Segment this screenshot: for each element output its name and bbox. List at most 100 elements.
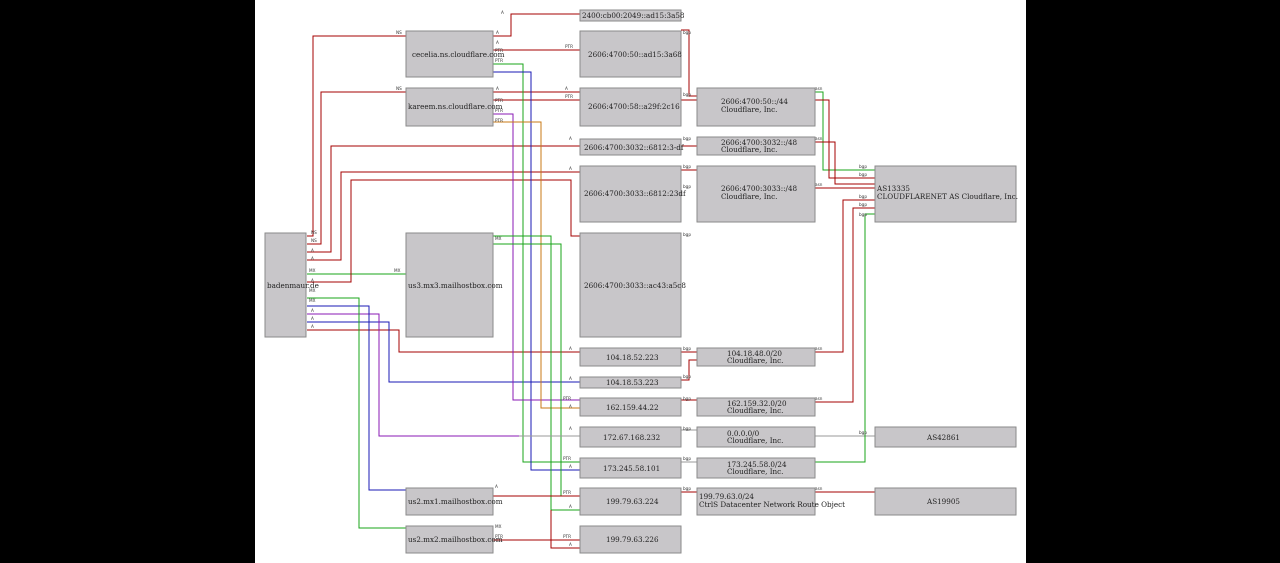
- edge-label-bgp-11: bgp: [683, 456, 691, 461]
- edge-ptr-green-1: [493, 63, 580, 463]
- edge-label-a-15: A: [569, 346, 572, 351]
- edge-label-ns-4: NS: [311, 238, 317, 243]
- edge-label-bgp-13: bgp: [859, 164, 867, 169]
- edge-label-ptr-7: PTR: [565, 44, 573, 49]
- edge-label-mx-2: MX: [309, 268, 316, 273]
- edge-label-bgp-12: bgp: [683, 486, 691, 491]
- node-label-as42861: AS42861: [926, 433, 960, 442]
- edge-root-mx1: [307, 305, 406, 491]
- edge-label-a-6: A: [311, 324, 314, 329]
- edge-label-bgp-14: bgp: [859, 172, 867, 177]
- dns-graph: NS NS MX NS NS A A MX A MX MX A A A A A …: [264, 9, 1018, 554]
- node-label-prefix-c-1: 2606:4700:3033::/48: [721, 184, 798, 193]
- node-prefix-e[interactable]: 162.159.32.0/20 Cloudflare, Inc.: [696, 397, 816, 417]
- edge-mx1-ptr: [550, 510, 580, 549]
- edge-label-a-17: A: [569, 404, 572, 409]
- node-ip4-c[interactable]: 162.159.44.22: [579, 397, 682, 417]
- node-as19905[interactable]: AS19905: [874, 487, 1017, 516]
- edge-label-asn-1: asn: [815, 86, 823, 91]
- edge-label-ptr-8: PTR: [565, 94, 573, 99]
- node-label-prefix-e-1: 162.159.32.0/20: [727, 399, 787, 408]
- edge-label-ptr-1: PTR: [495, 48, 503, 53]
- edge-ip6-b-prefix: [681, 29, 697, 97]
- node-prefix-a[interactable]: 2606:4700:50::/44 Cloudflare, Inc.: [696, 87, 816, 127]
- node-label-prefix-e-2: Cloudflare, Inc.: [727, 406, 783, 415]
- edge-prefix-e-as13335: [815, 207, 875, 403]
- node-label-prefix-g-1: 173.245.58.0/24: [727, 460, 787, 469]
- node-ip6-b[interactable]: 2606:4700:50::ad15:3a68: [579, 30, 682, 78]
- edge-label-asn-4: asn: [815, 346, 823, 351]
- edge-label-a-7: A: [496, 30, 499, 35]
- node-ns-kareem[interactable]: kareem.ns.cloudflare.com: [405, 87, 503, 127]
- edge-label-ns-1: NS: [396, 30, 402, 35]
- node-label-ip4-c: 162.159.44.22: [606, 403, 659, 412]
- edge-label-bgp-10: bgp: [683, 426, 691, 431]
- edge-prefix-a-as13335-red: [815, 99, 875, 179]
- node-as13335[interactable]: AS13335 CLOUDFLARENET AS Cloudflare, Inc…: [874, 165, 1018, 223]
- edge-label-bgp-18: bgp: [859, 430, 867, 435]
- edge-prefix-a-as13335: [815, 91, 875, 171]
- edge-label-bgp-8: bgp: [683, 374, 691, 379]
- node-as42861[interactable]: AS42861: [874, 426, 1017, 448]
- edge-root-ip6-d: [307, 145, 580, 253]
- node-prefix-f[interactable]: 0.0.0.0/0 Cloudflare, Inc.: [696, 426, 816, 448]
- node-label-ip4-a: 104.18.52.223: [606, 353, 659, 362]
- node-root-domain[interactable]: badenmaur.de: [264, 232, 319, 338]
- node-label-ip6-b: 2606:4700:50::ad15:3a68: [588, 50, 682, 59]
- edge-label-a-19: A: [569, 464, 572, 469]
- edge-label-ptr-11: PTR: [563, 490, 571, 495]
- node-label-ip4-f: 199.79.63.224: [606, 497, 659, 506]
- node-ip6-e[interactable]: 2606:4700:3033::6812:23df: [579, 165, 687, 223]
- edge-label-ptr-6: PTR: [495, 534, 503, 539]
- edge-label-a-13: A: [569, 136, 572, 141]
- edge-label-a-9: A: [496, 86, 499, 91]
- edge-label-bgp-6: bgp: [683, 232, 691, 237]
- node-ip6-d[interactable]: 2606:4700:3032::6812:3-df: [579, 138, 685, 156]
- edge-label-bgp-1: bgp: [683, 30, 691, 35]
- edge-root-mx2: [307, 297, 406, 529]
- node-ip6-a[interactable]: 2400:cb00:2049::ad15:3a58: [579, 9, 685, 22]
- edge-label-a-3: A: [311, 278, 314, 283]
- edge-ip4-b-prefix: [681, 359, 697, 381]
- edge-label-bgp-17: bgp: [859, 212, 867, 217]
- edge-label-bgp-7: bgp: [683, 346, 691, 351]
- node-prefix-c[interactable]: 2606:4700:3033::/48 Cloudflare, Inc.: [696, 165, 816, 223]
- node-prefix-g[interactable]: 173.245.58.0/24 Cloudflare, Inc.: [696, 457, 816, 479]
- node-label-ip4-e: 173.245.58.101: [603, 464, 660, 473]
- edge-label-mx-1: MX: [394, 268, 401, 273]
- node-ip4-d[interactable]: 172.67.168.232: [579, 426, 682, 448]
- node-ip4-a[interactable]: 104.18.52.223: [579, 347, 682, 367]
- edge-prefix-d-as13335: [815, 199, 875, 353]
- node-ip6-f[interactable]: 2606:4700:3033::ac43:a5c8: [579, 232, 686, 338]
- node-mx2[interactable]: us2.mx2.mailhostbox.com: [405, 525, 503, 554]
- edge-label-ptr-12: PTR: [563, 534, 571, 539]
- node-ip4-e[interactable]: 173.245.58.101: [579, 457, 682, 479]
- node-ip4-f[interactable]: 199.79.63.224: [579, 487, 682, 516]
- node-ip4-b[interactable]: 104.18.53.223: [579, 376, 682, 389]
- node-ns-cecelia[interactable]: cecelia.ns.cloudflare.com: [405, 30, 505, 78]
- edge-root-ip6-f: [307, 179, 580, 283]
- node-ip4-g[interactable]: 199.79.63.226: [579, 525, 682, 554]
- node-prefix-h[interactable]: 199.79.63.0/24 CtrlS Datacenter Network …: [696, 487, 845, 516]
- node-mx1[interactable]: us2.mx1.mailhostbox.com: [405, 487, 503, 516]
- node-label-mx1: us2.mx1.mailhostbox.com: [408, 497, 503, 506]
- node-ip6-c[interactable]: 2606:4700:58::a29f:2c16: [579, 87, 682, 127]
- edge-label-bgp-9: bgp: [683, 396, 691, 401]
- node-label-ip6-c: 2606:4700:58::a29f:2c16: [588, 102, 680, 111]
- node-prefix-b[interactable]: 2606:4700:3032::/48 Cloudflare, Inc.: [696, 136, 816, 156]
- edge-label-a-4: A: [311, 308, 314, 313]
- node-prefix-d[interactable]: 104.18.48.0/20 Cloudflare, Inc.: [696, 347, 816, 367]
- edge-label-a-16: A: [569, 376, 572, 381]
- edge-label-a-21: A: [569, 542, 572, 547]
- node-mx3[interactable]: us3.mx3.mailhostbox.com: [405, 232, 503, 338]
- edge-label-ptr-10: PTR: [563, 456, 571, 461]
- edge-label-bgp-5: bgp: [683, 184, 691, 189]
- node-label-ns-cecelia: cecelia.ns.cloudflare.com: [412, 50, 505, 59]
- node-label-prefix-a-1: 2606:4700:50::/44: [721, 97, 788, 106]
- node-label-ns-kareem: kareem.ns.cloudflare.com: [408, 102, 503, 111]
- edge-label-ptr-9: PTR: [563, 396, 571, 401]
- node-label-prefix-h-1: 199.79.63.0/24: [699, 492, 754, 501]
- edge-label-mx-4: MX: [309, 298, 316, 303]
- edge-root-ns-kareem: [307, 91, 406, 245]
- node-label-ip6-f: 2606:4700:3033::ac43:a5c8: [584, 281, 686, 290]
